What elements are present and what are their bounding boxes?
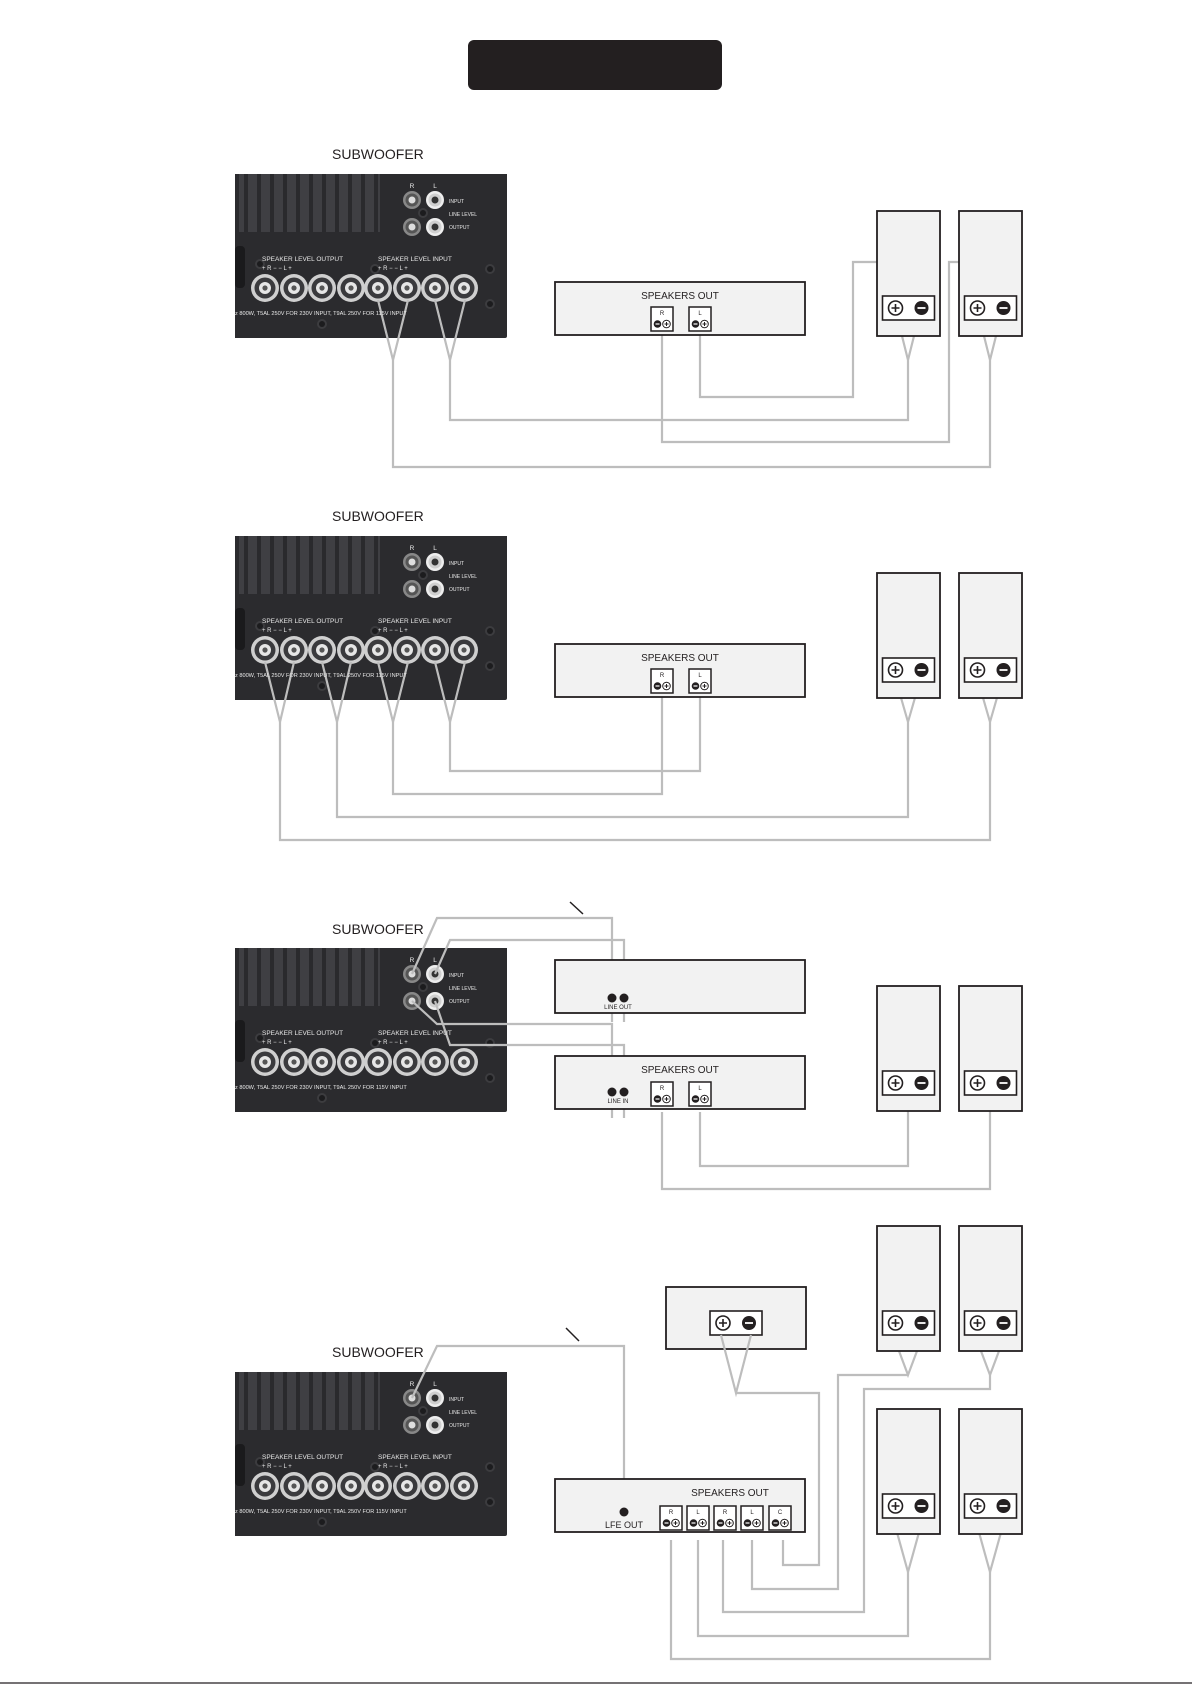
rca-input-label: INPUT [449, 1397, 464, 1403]
fuse-rating-label: z 800W, T5AL 250V FOR 230V INPUT, T9AL 2… [235, 311, 407, 317]
subwoofer-label: SUBWOOFER [332, 921, 424, 937]
rca-line-level-label: LINE LEVEL [449, 212, 477, 218]
ch-r-label: R [660, 673, 665, 679]
speaker-level-input-label: SPEAKER LEVEL INPUT [378, 618, 452, 625]
polarity-left-label: + R − − L + [262, 266, 292, 272]
ch-l-label: L [698, 1086, 702, 1092]
ch-l-label: L [696, 1510, 700, 1516]
subwoofer-label: SUBWOOFER [332, 508, 424, 524]
subwoofer-label: SUBWOOFER [332, 146, 424, 162]
ch-r-label: R [669, 1510, 674, 1516]
polarity-left-label: + R − − L + [262, 1464, 292, 1470]
section-4: SUBWOOFER SPEAKERS OUT LFE OUT [235, 1226, 1022, 1661]
ch-l-label: L [750, 1510, 754, 1516]
subwoofer-label: SUBWOOFER [332, 1344, 424, 1360]
speaker-level-input-label: SPEAKER LEVEL INPUT [378, 1454, 452, 1461]
section-3: SUBWOOFER LINE OUT SPEAKERS OUT LINE IN … [235, 901, 1022, 1191]
rca-l-label: L [433, 957, 437, 964]
ch-r-label: R [660, 311, 665, 317]
rca-line-level-label: LINE LEVEL [449, 986, 477, 992]
rca-output-label: OUTPUT [449, 1423, 470, 1429]
polarity-right-label: + R − − L + [378, 1464, 408, 1470]
ch-l-label: L [698, 673, 702, 679]
rca-input-label: INPUT [449, 199, 464, 205]
title-bar [468, 40, 722, 90]
speakers-out-label: SPEAKERS OUT [641, 291, 719, 302]
speaker-level-output-label: SPEAKER LEVEL OUTPUT [262, 256, 343, 263]
polarity-left-label: + R − − L + [262, 1040, 292, 1046]
section-1: SUBWOOFER SPEAKERS OUT R L [235, 146, 1022, 469]
fuse-rating-label: z 800W, T5AL 250V FOR 230V INPUT, T9AL 2… [235, 673, 407, 679]
ch-l-label: L [698, 311, 702, 317]
ch-r-label: R [723, 1510, 728, 1516]
fuse-rating-label: z 800W, T5AL 250V FOR 230V INPUT, T9AL 2… [235, 1085, 407, 1091]
rca-input-label: INPUT [449, 561, 464, 567]
rca-line-level-label: LINE LEVEL [449, 1410, 477, 1416]
speaker-level-output-label: SPEAKER LEVEL OUTPUT [262, 1030, 343, 1037]
rca-l-label: L [433, 545, 437, 552]
speaker-level-input-label: SPEAKER LEVEL INPUT [378, 1030, 452, 1037]
line-in-label: LINE IN [607, 1099, 628, 1105]
speakers-out-label: SPEAKERS OUT [641, 653, 719, 664]
line-out-label: LINE OUT [604, 1005, 632, 1011]
polarity-right-label: + R − − L + [378, 266, 408, 272]
rca-l-label: L [433, 1381, 437, 1388]
rca-input-label: INPUT [449, 973, 464, 979]
rca-r-label: R [410, 545, 415, 552]
fuse-rating-label: z 800W, T5AL 250V FOR 230V INPUT, T9AL 2… [235, 1509, 407, 1515]
speakers-out-label: SPEAKERS OUT [641, 1065, 719, 1076]
polarity-right-label: + R − − L + [378, 1040, 408, 1046]
speaker-level-output-label: SPEAKER LEVEL OUTPUT [262, 1454, 343, 1461]
rca-output-label: OUTPUT [449, 587, 470, 593]
ch-r-label: R [660, 1086, 665, 1092]
rca-r-label: R [410, 957, 415, 964]
polarity-right-label: + R − − L + [378, 628, 408, 634]
speaker-level-input-label: SPEAKER LEVEL INPUT [378, 256, 452, 263]
rca-r-label: R [410, 1381, 415, 1388]
rca-output-label: OUTPUT [449, 225, 470, 231]
polarity-left-label: + R − − L + [262, 628, 292, 634]
rca-line-level-label: LINE LEVEL [449, 574, 477, 580]
rca-r-label: R [410, 183, 415, 190]
lfe-out-label: LFE OUT [605, 1520, 644, 1530]
speakers-out-label: SPEAKERS OUT [691, 1488, 769, 1499]
speaker-level-output-label: SPEAKER LEVEL OUTPUT [262, 618, 343, 625]
rca-l-label: L [433, 183, 437, 190]
ch-c-label: C [778, 1510, 783, 1516]
rca-output-label: OUTPUT [449, 999, 470, 1005]
section-2: SUBWOOFER SPEAKERS OUT R L [235, 508, 1022, 842]
